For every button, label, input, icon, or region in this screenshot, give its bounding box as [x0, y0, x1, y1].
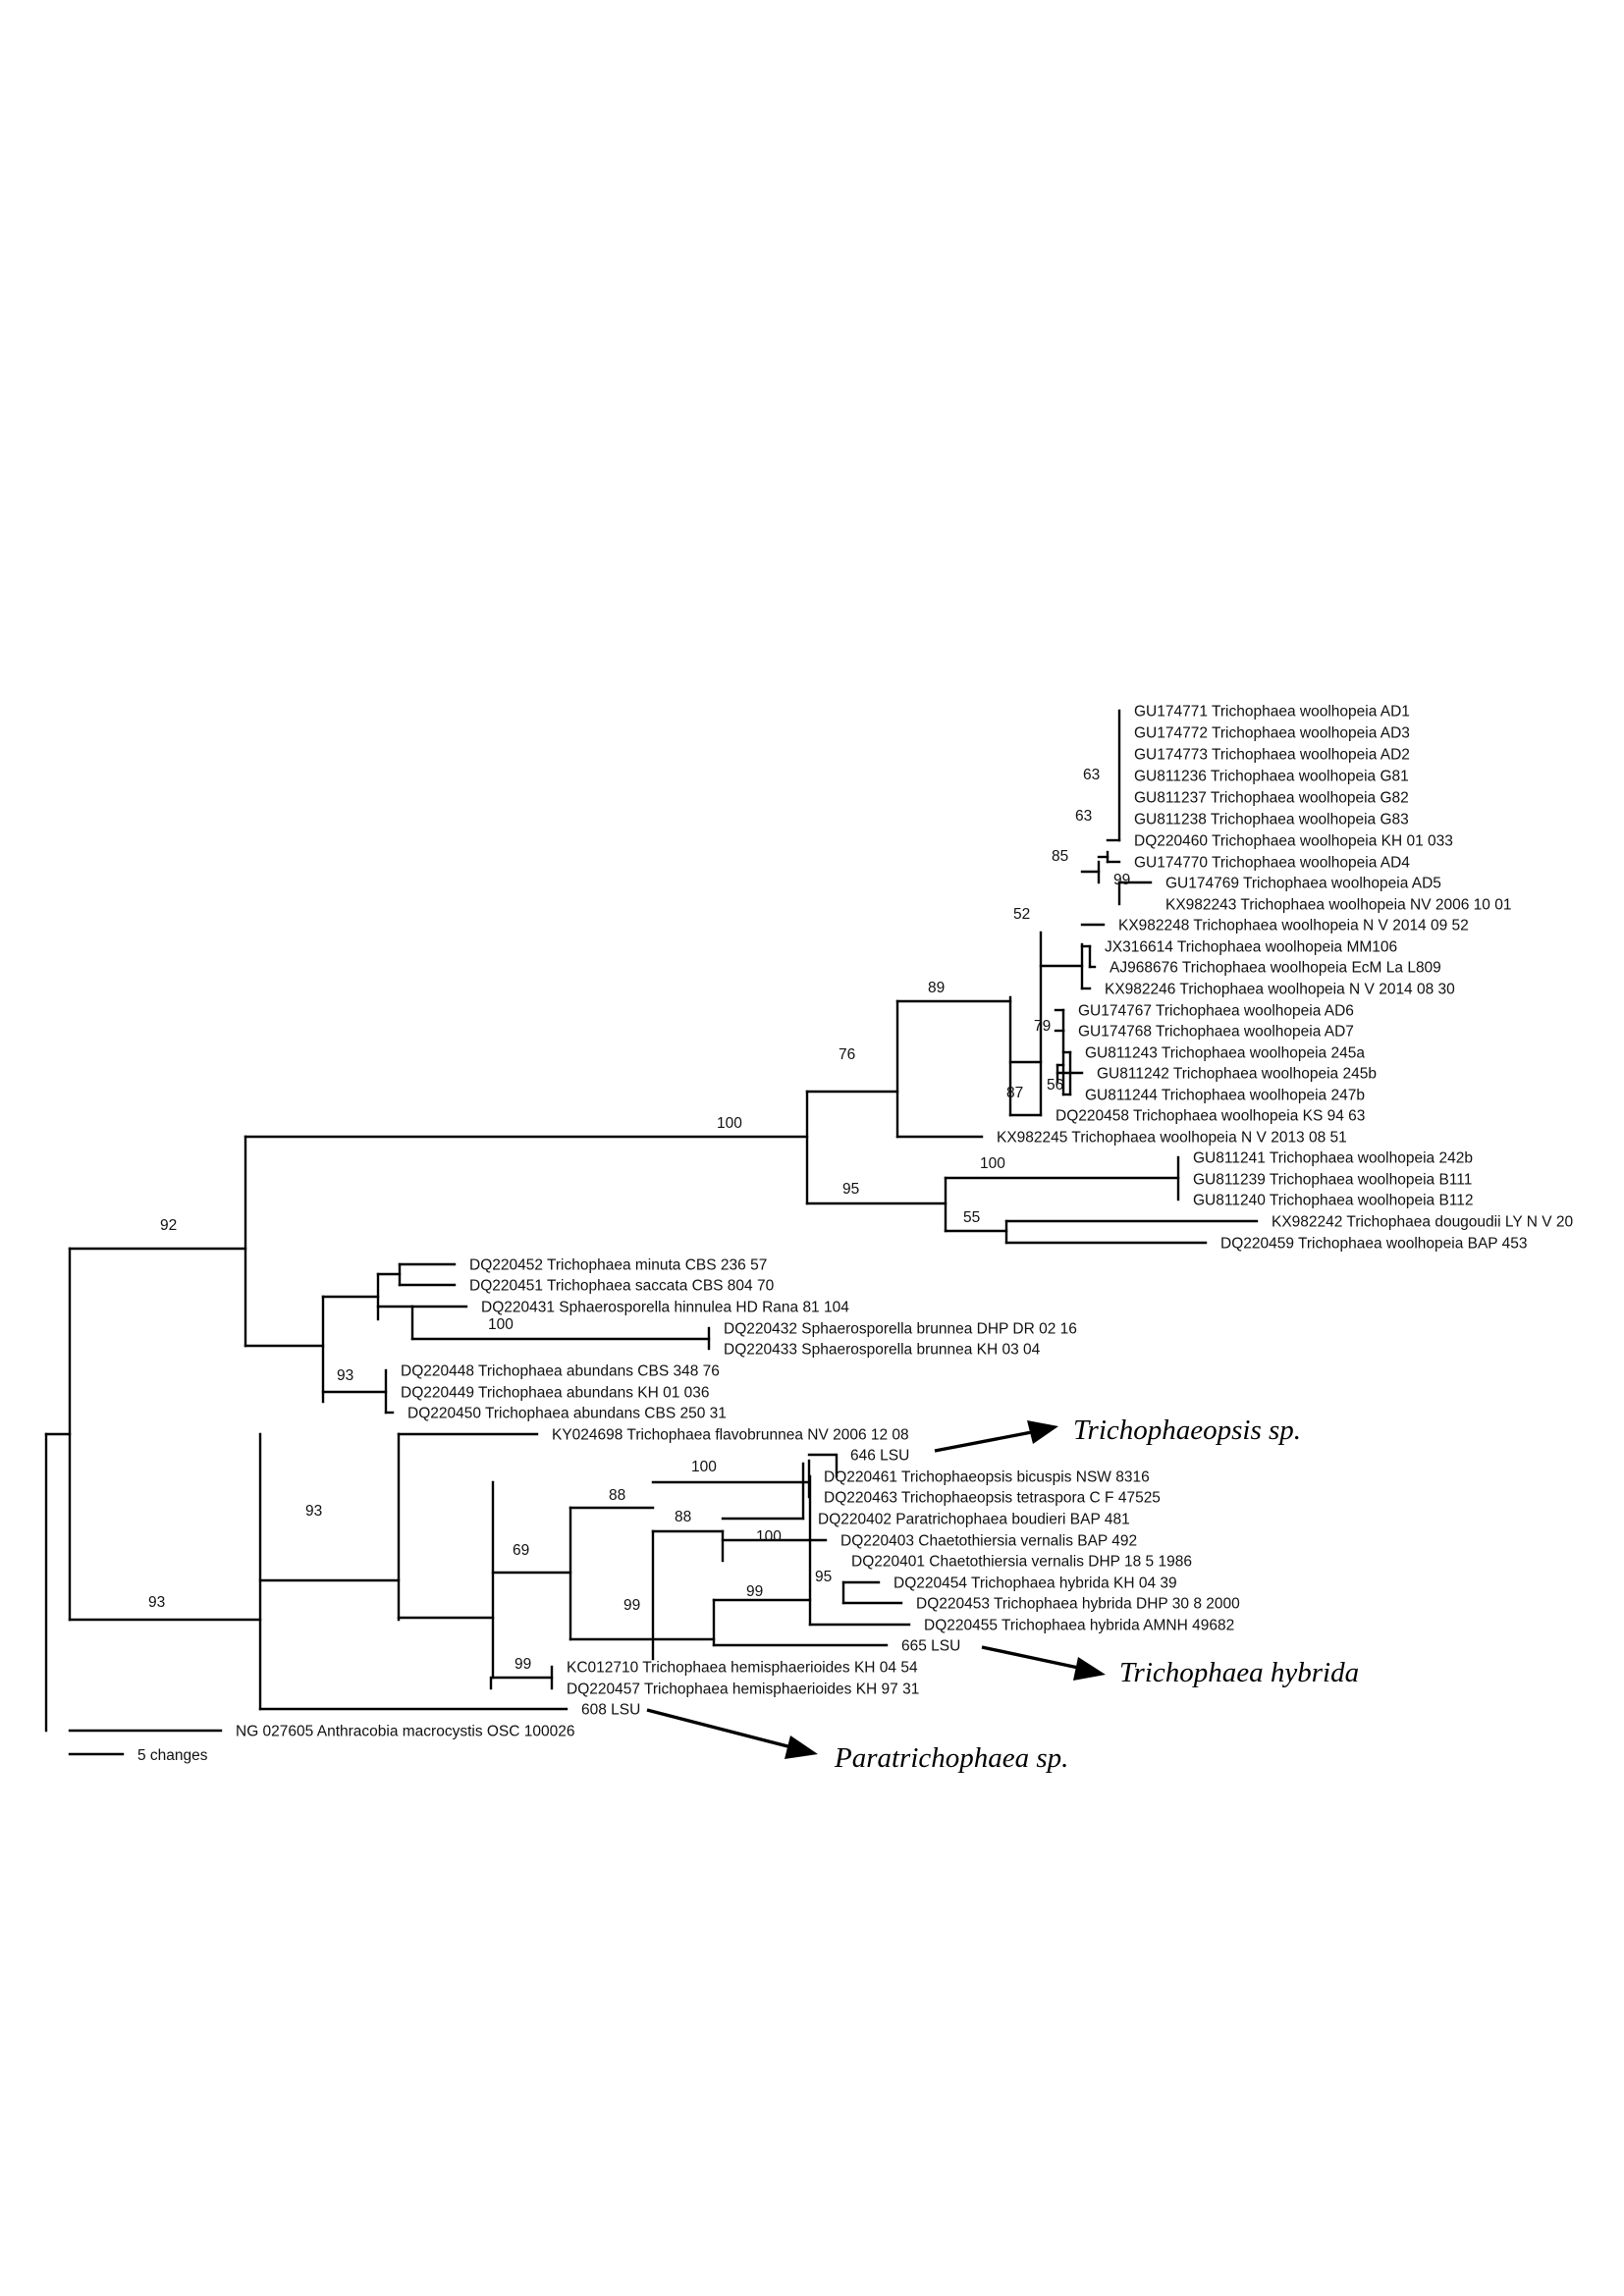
- tip-label: GU811236 Trichophaea woolhopeia G81: [1134, 769, 1409, 785]
- arrow-head: [1073, 1657, 1106, 1681]
- tip-label: AJ968676 Trichophaea woolhopeia EcM La L…: [1110, 960, 1441, 977]
- tip-label: 646 LSU: [850, 1448, 909, 1465]
- bootstrap-value: 88: [675, 1509, 691, 1525]
- arrow-head: [785, 1735, 818, 1759]
- tip-label: GU811243 Trichophaea woolhopeia 245a: [1085, 1045, 1365, 1062]
- tip-label: DQ220459 Trichophaea woolhopeia BAP 453: [1220, 1236, 1528, 1253]
- tip-label: GU811242 Trichophaea woolhopeia 245b: [1097, 1066, 1377, 1083]
- callout-label: Trichophaea hybrida: [1119, 1657, 1359, 1688]
- bootstrap-value: 93: [305, 1503, 322, 1520]
- tip-label: DQ220461 Trichophaeopsis bicuspis NSW 83…: [824, 1469, 1150, 1486]
- tip-label: DQ220458 Trichophaea woolhopeia KS 94 63: [1056, 1108, 1365, 1125]
- callout-paratrichophaea: Paratrichophaea sp.: [646, 1708, 1068, 1774]
- tip-label: GU174773 Trichophaea woolhopeia AD2: [1134, 747, 1410, 764]
- tip-label: DQ220452 Trichophaea minuta CBS 236 57: [469, 1257, 767, 1274]
- tip-label: GU811237 Trichophaea woolhopeia G82: [1134, 790, 1409, 807]
- tip-label: DQ220463 Trichophaeopsis tetraspora C F …: [824, 1490, 1161, 1507]
- bootstrap-value: 100: [691, 1459, 717, 1475]
- tip-label: KX982243 Trichophaea woolhopeia NV 2006 …: [1165, 897, 1511, 914]
- tip-label: DQ220460 Trichophaea woolhopeia KH 01 03…: [1134, 833, 1453, 850]
- bootstrap-value: 92: [160, 1217, 177, 1234]
- tip-label: DQ220402 Paratrichophaea boudieri BAP 48…: [818, 1512, 1130, 1528]
- tip-label: KX982248 Trichophaea woolhopeia N V 2014…: [1118, 918, 1469, 934]
- bootstrap-value: 88: [609, 1487, 625, 1504]
- callout-label: Paratrichophaea sp.: [834, 1742, 1068, 1774]
- tip-label: DQ220450 Trichophaea abundans CBS 250 31: [407, 1406, 727, 1422]
- tip-label: KC012710 Trichophaea hemisphaerioides KH…: [567, 1660, 918, 1677]
- tip-label: DQ220432 Sphaerosporella brunnea DHP DR …: [724, 1321, 1077, 1338]
- tip-label: GU174770 Trichophaea woolhopeia AD4: [1134, 855, 1410, 872]
- bootstrap-value: 99: [514, 1656, 531, 1673]
- tip-label: DQ220431 Sphaerosporella hinnulea HD Ran…: [481, 1300, 849, 1316]
- tip-label: KY024698 Trichophaea flavobrunnea NV 200…: [552, 1427, 909, 1444]
- arrow-head: [1027, 1420, 1058, 1444]
- bootstrap-value: 52: [1013, 906, 1030, 923]
- bootstrap-value: 100: [717, 1115, 742, 1132]
- tip-label: DQ220401 Chaetothiersia vernalis DHP 18 …: [851, 1554, 1192, 1571]
- scale-bar: 5 changes: [68, 1747, 208, 1764]
- tip-label: GU811244 Trichophaea woolhopeia 247b: [1085, 1088, 1365, 1104]
- bootstrap-value: 79: [1034, 1018, 1051, 1035]
- support-values: 63 63 85 99 52 89 79 56 87 76 100 100 95 55 92 100 93 93 8…: [148, 767, 1130, 1673]
- tip-label: DQ220403 Chaetothiersia vernalis BAP 492: [840, 1533, 1137, 1550]
- bootstrap-value: 56: [1047, 1077, 1063, 1094]
- tip-label: GU174769 Trichophaea woolhopeia AD5: [1165, 876, 1441, 892]
- bootstrap-value: 89: [928, 980, 945, 996]
- bootstrap-value: 85: [1052, 848, 1068, 865]
- bootstrap-value: 87: [1006, 1085, 1023, 1101]
- tip-labels: GU174771 Trichophaea woolhopeia AD1GU174…: [236, 704, 1573, 1740]
- bootstrap-value: 99: [746, 1583, 763, 1600]
- bootstrap-value: 55: [963, 1209, 980, 1226]
- tip-label: GU811239 Trichophaea woolhopeia B111: [1193, 1172, 1472, 1189]
- bootstrap-value: 93: [148, 1594, 165, 1611]
- tip-label: JX316614 Trichophaea woolhopeia MM106: [1105, 939, 1397, 956]
- tip-label: GU174768 Trichophaea woolhopeia AD7: [1078, 1024, 1354, 1041]
- bootstrap-value: 100: [756, 1528, 782, 1545]
- bootstrap-value: 95: [815, 1569, 832, 1585]
- tip-label: 665 LSU: [901, 1638, 960, 1655]
- bootstrap-value: 99: [1113, 872, 1130, 888]
- tree-branches: [44, 709, 1259, 1733]
- tip-label: DQ220449 Trichophaea abundans KH 01 036: [401, 1385, 710, 1402]
- tip-label: GU174771 Trichophaea woolhopeia AD1: [1134, 704, 1410, 721]
- callout-trichophaeopsis: Trichophaeopsis sp.: [934, 1415, 1301, 1453]
- tip-label: DQ220433 Sphaerosporella brunnea KH 03 0…: [724, 1342, 1041, 1359]
- bootstrap-value: 63: [1083, 767, 1100, 783]
- scale-bar-label: 5 changes: [137, 1747, 208, 1764]
- bootstrap-value: 93: [337, 1367, 353, 1384]
- tip-label: GU811241 Trichophaea woolhopeia 242b: [1193, 1150, 1473, 1167]
- tip-label: 608 LSU: [581, 1702, 640, 1719]
- bootstrap-value: 100: [980, 1155, 1005, 1172]
- bootstrap-value: 100: [488, 1316, 514, 1333]
- tip-label: DQ220448 Trichophaea abundans CBS 348 76: [401, 1363, 720, 1380]
- tip-label: GU811238 Trichophaea woolhopeia G83: [1134, 812, 1409, 828]
- callout-label: Trichophaeopsis sp.: [1073, 1415, 1301, 1446]
- tip-label: DQ220451 Trichophaea saccata CBS 804 70: [469, 1278, 775, 1295]
- tip-label: KX982245 Trichophaea woolhopeia N V 2013…: [997, 1130, 1347, 1147]
- bootstrap-value: 69: [513, 1542, 529, 1559]
- tip-label: GU174767 Trichophaea woolhopeia AD6: [1078, 1003, 1354, 1020]
- tip-label: KX982246 Trichophaea woolhopeia N V 2014…: [1105, 982, 1455, 998]
- tip-label: GU174772 Trichophaea woolhopeia AD3: [1134, 725, 1410, 742]
- tip-label: NG 027605 Anthracobia macrocystis OSC 10…: [236, 1724, 575, 1740]
- callout-trichophaea-hybrida: Trichophaea hybrida: [981, 1645, 1359, 1688]
- bootstrap-value: 76: [839, 1046, 855, 1063]
- tip-label: DQ220453 Trichophaea hybrida DHP 30 8 20…: [916, 1596, 1240, 1613]
- bootstrap-value: 95: [842, 1181, 859, 1198]
- tip-label: KX982242 Trichophaea dougoudii LY N V 20: [1272, 1214, 1573, 1231]
- bootstrap-value: 63: [1075, 808, 1092, 825]
- tip-label: DQ220455 Trichophaea hybrida AMNH 49682: [924, 1618, 1234, 1634]
- bootstrap-value: 99: [623, 1597, 640, 1614]
- tip-label: DQ220457 Trichophaea hemisphaerioides KH…: [567, 1682, 919, 1698]
- tip-label: GU811240 Trichophaea woolhopeia B112: [1193, 1193, 1474, 1209]
- tip-label: DQ220454 Trichophaea hybrida KH 04 39: [893, 1575, 1177, 1592]
